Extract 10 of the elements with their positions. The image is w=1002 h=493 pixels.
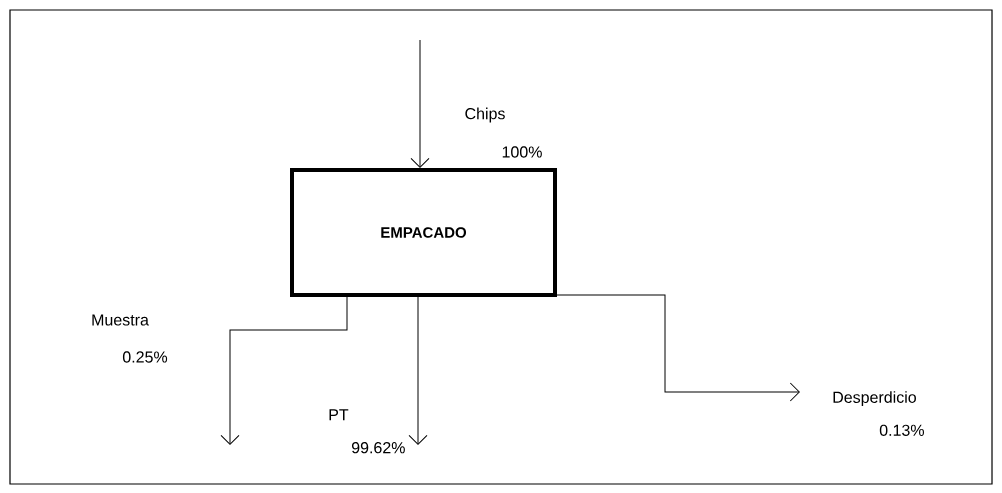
arrow (556, 294, 800, 402)
flow-label: Chips (465, 107, 505, 123)
flow-label: Desperdicio 0.13% (833, 391, 924, 436)
flow-label: Muestra (92, 314, 149, 326)
flow-label: 0.25% (122, 351, 168, 363)
flow-label: PT 99.62% (329, 409, 405, 454)
arrow (220, 296, 348, 445)
arrow (408, 296, 428, 445)
process-box: EMPACADO (290, 168, 557, 297)
arrow (410, 39, 430, 168)
